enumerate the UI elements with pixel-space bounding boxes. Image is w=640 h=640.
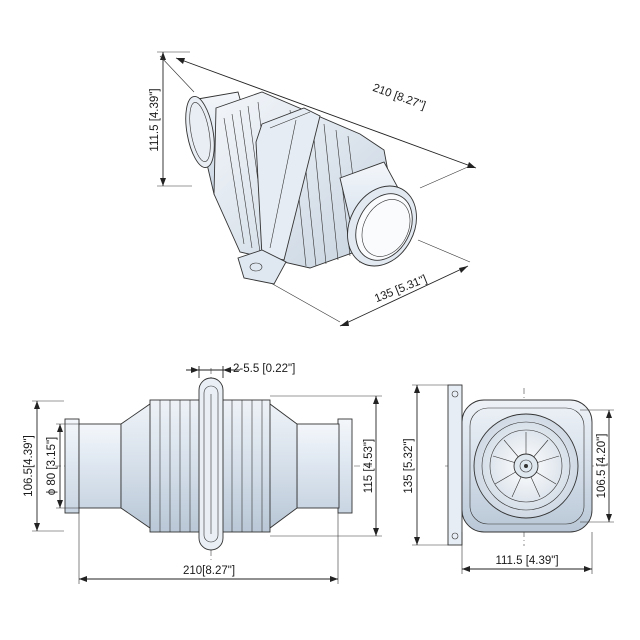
front-view: 135 [5.32"] 106.5 [4.20"] 111.5 [4.39"]: [403, 384, 614, 574]
front-inner-height-label: 106.5 [4.20"]: [596, 434, 608, 499]
side-body-height-dimension: [270, 395, 382, 537]
side-view: 2-5.5 [0.22"] 106.5[4.39"] ϕ 80 [3.15"]: [23, 363, 382, 584]
iso-height-dimension: [157, 51, 192, 187]
front-height-dimension: [412, 384, 448, 546]
iso-height-label: 111.5 [4.39"]: [149, 88, 161, 151]
side-pipe-dia-dimension: [56, 423, 79, 509]
iso-length-dimension: [159, 55, 477, 189]
side-length-label: 210[8.27"]: [183, 565, 235, 577]
side-left-pipe: [64, 418, 122, 514]
side-length-dimension: [78, 513, 339, 584]
iso-mount-foot: [237, 249, 287, 285]
side-strap-band: [198, 377, 224, 551]
front-width-label: 111.5 [4.39"]: [495, 555, 558, 567]
front-inner-height-dimension: [580, 409, 614, 523]
side-pipe-dia-label: ϕ 80 [3.15"]: [46, 437, 58, 495]
iso-width-dimension: [261, 239, 471, 327]
side-right-pipe: [296, 418, 353, 514]
front-height-label: 135 [5.32"]: [403, 438, 415, 493]
front-mount-flange: [447, 384, 463, 546]
iso-length-label: 210 [8.27"]: [371, 82, 427, 112]
side-flange-dimension: [186, 366, 240, 378]
side-outer-height-label: 106.5[4.39"]: [23, 435, 35, 497]
front-fan: [473, 413, 579, 519]
front-width-dimension: [461, 532, 593, 574]
side-flange-label: 2-5.5 [0.22"]: [233, 363, 295, 375]
side-outer-height-dimension: [32, 400, 64, 532]
side-body-height-label: 115 [4.53"]: [363, 439, 375, 493]
isometric-view: 111.5 [4.39"] 210 [8.27"] 135 [5.31"]: [149, 51, 477, 327]
iso-right-outlet: [339, 161, 417, 267]
iso-width-label: 135 [5.31"]: [373, 273, 429, 305]
